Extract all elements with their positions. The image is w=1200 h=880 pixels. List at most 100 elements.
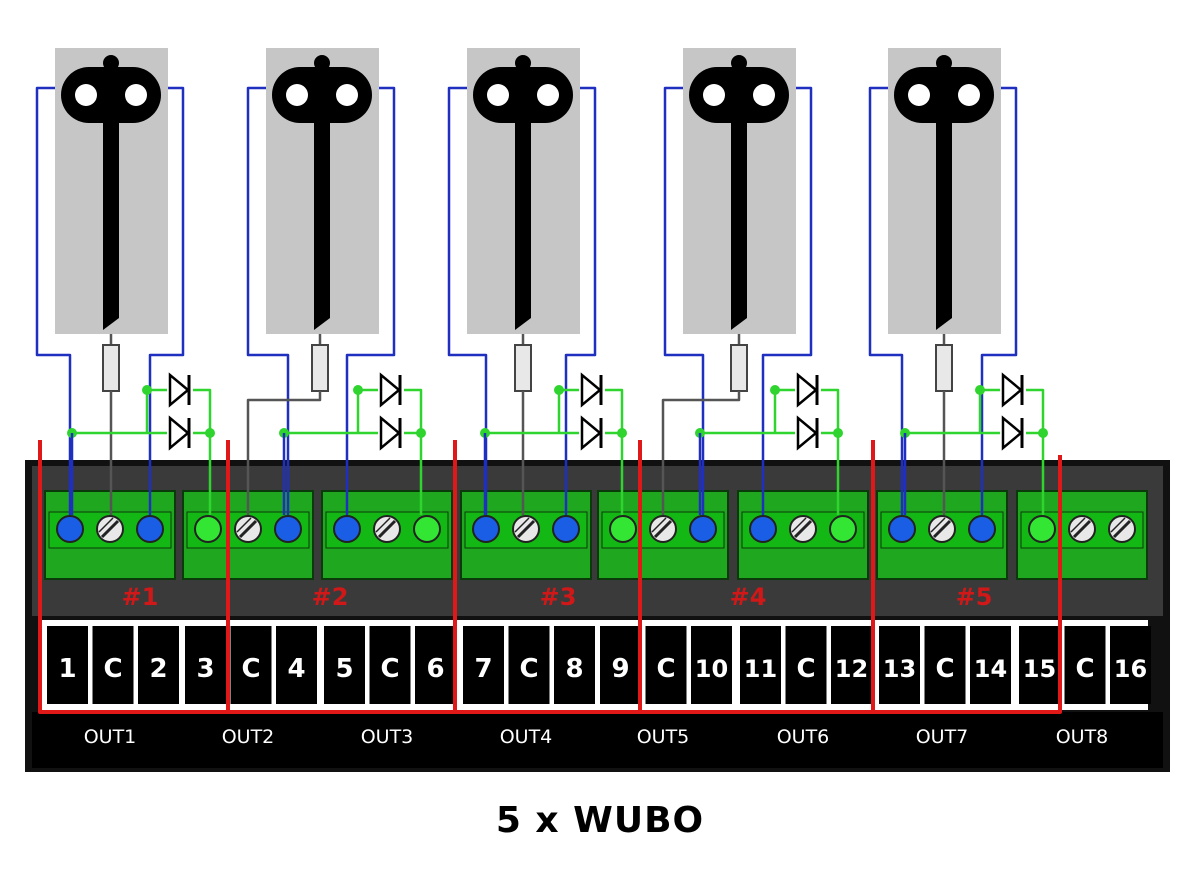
semaphore-signal (683, 48, 796, 334)
terminal-block (876, 490, 1008, 580)
blue-terminal (552, 515, 580, 543)
diode-icon (795, 372, 821, 408)
blue-terminal (333, 515, 361, 543)
module-label: #5 (956, 583, 993, 611)
lamp-right-icon (125, 84, 147, 106)
pin-cell (324, 626, 365, 704)
pin-cell (691, 626, 732, 704)
output-label: OUT5 (637, 726, 690, 748)
green-junction (617, 428, 627, 438)
green-junction (975, 385, 985, 395)
semaphore-knob (731, 55, 747, 71)
pin-cell (831, 626, 872, 704)
semaphore-post (314, 110, 330, 330)
blue-wire (663, 86, 705, 515)
pin-label: C (380, 654, 399, 684)
pin-label: C (935, 654, 954, 684)
green-terminal (609, 515, 637, 543)
semaphore-knob (936, 55, 952, 71)
blue-wire (868, 86, 904, 515)
pin-label: C (796, 654, 815, 684)
resistor-icon (102, 344, 120, 392)
pin-cell (1064, 626, 1106, 704)
semaphore-signal (266, 48, 379, 334)
screw-terminal (649, 515, 677, 543)
green-junction (1038, 428, 1048, 438)
diode-icon (795, 415, 821, 451)
pin-label: 12 (835, 655, 868, 683)
blue-terminal (888, 515, 916, 543)
pin-cell (1110, 626, 1151, 704)
lamp-right-icon (537, 84, 559, 106)
blue-terminal (136, 515, 164, 543)
pin-cell (463, 626, 504, 704)
diode-triangle (168, 372, 190, 408)
diode-icon (167, 415, 193, 451)
pin-label: C (241, 654, 260, 684)
diode-icon (378, 415, 404, 451)
output-label: OUT8 (1056, 726, 1109, 748)
pin-cell (970, 626, 1011, 704)
screw-terminal (1068, 515, 1096, 543)
semaphore-knob (515, 55, 531, 71)
screw-slot (932, 519, 952, 539)
module-label: #3 (540, 583, 577, 611)
lamp-left-icon (703, 84, 725, 106)
pin-cell (508, 626, 550, 704)
pin-cell (276, 626, 317, 704)
blue-terminal (689, 515, 717, 543)
pin-cell (924, 626, 966, 704)
pin-label: C (103, 654, 122, 684)
lamp-right-icon (336, 84, 358, 106)
terminal-block (1016, 490, 1148, 580)
signals (55, 48, 1001, 334)
pin-label: C (656, 654, 675, 684)
screw-terminal (1108, 515, 1136, 543)
green-terminal (194, 515, 222, 543)
pin-cell (185, 626, 226, 704)
pin-label: 9 (611, 654, 629, 684)
diode-icon (579, 415, 605, 451)
screw-slot (98, 517, 114, 533)
green-junction (833, 428, 843, 438)
diode-icon (167, 372, 193, 408)
diode-triangle (1001, 372, 1023, 408)
pin-label: 16 (1114, 655, 1147, 683)
pin-cell (369, 626, 411, 704)
screw-terminal (789, 515, 817, 543)
terminal-block (321, 490, 453, 580)
semaphore-head (473, 67, 573, 123)
green-terminal (829, 515, 857, 543)
screw-slot (653, 519, 673, 539)
pin-cell (554, 626, 595, 704)
green-junction (353, 385, 363, 395)
resistor-icon (935, 344, 953, 392)
pin-cell (138, 626, 179, 704)
output-label: OUT6 (777, 726, 830, 748)
semaphore-signal (888, 48, 1001, 334)
pin-cell (645, 626, 687, 704)
lamp-right-icon (753, 84, 775, 106)
blue-wire (980, 86, 1018, 515)
semaphore-head (689, 67, 789, 123)
blue-terminal (56, 515, 84, 543)
lamp-left-icon (908, 84, 930, 106)
module-label: #4 (730, 583, 767, 611)
green-terminal (413, 515, 441, 543)
pin-label: 13 (883, 655, 916, 683)
diagram-caption: 5 x WUBO (495, 800, 705, 841)
pin-cell (230, 626, 272, 704)
green-junction (416, 428, 426, 438)
lamp-left-icon (75, 84, 97, 106)
module-border (38, 440, 1062, 714)
semaphore-post (103, 110, 119, 330)
pin-label: 15 (1023, 655, 1056, 683)
pin-cell (92, 626, 134, 704)
green-junction (770, 385, 780, 395)
blue-wire (345, 86, 396, 515)
screw-slot (1112, 519, 1132, 539)
pin-label: 8 (565, 654, 583, 684)
screw-slot (236, 517, 252, 533)
